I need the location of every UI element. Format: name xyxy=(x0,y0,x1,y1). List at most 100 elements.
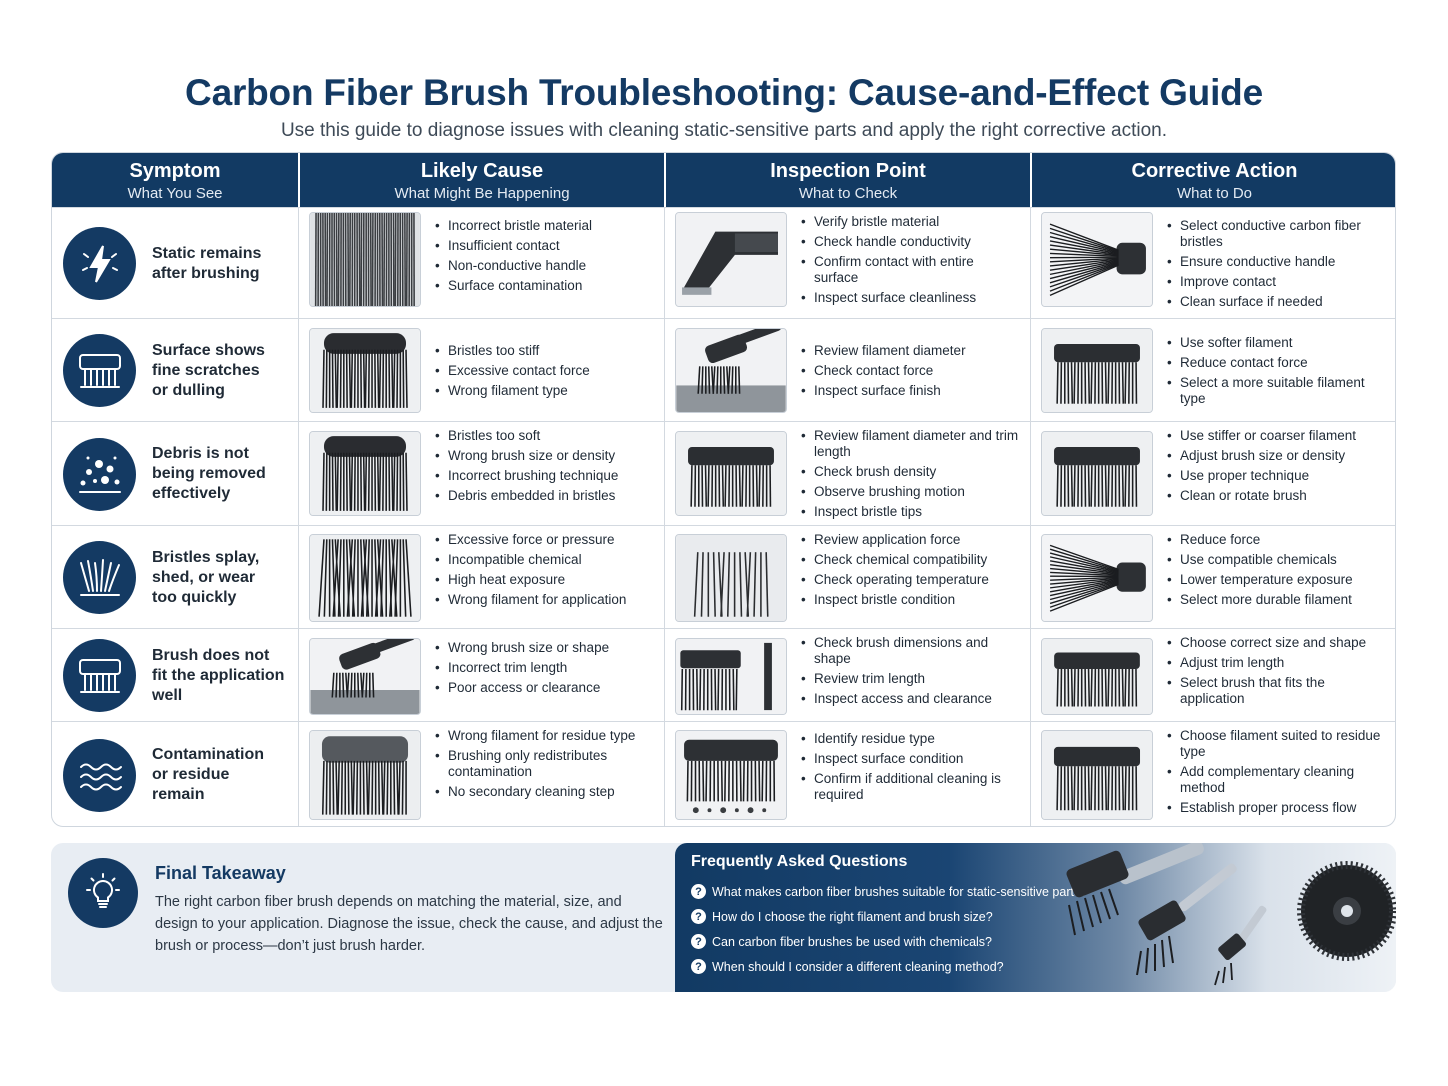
brush-icon xyxy=(63,334,136,407)
list-item: Non-conductive handle xyxy=(435,258,655,274)
causes-cell: Incorrect bristle materialInsufficient c… xyxy=(298,208,664,318)
list-item: Incompatible chemical xyxy=(435,552,655,568)
list-item: Check brush density xyxy=(801,464,1021,480)
brush-photo xyxy=(1041,431,1153,516)
list-item: Inspect bristle tips xyxy=(801,504,1021,520)
list-item: Inspect access and clearance xyxy=(801,691,1021,707)
list-item: Review application force xyxy=(801,532,1021,548)
list-item: Inspect bristle condition xyxy=(801,592,1021,608)
list-item: Debris embedded in bristles xyxy=(435,488,655,504)
brush-photo xyxy=(309,328,421,413)
list-item: Check handle conductivity xyxy=(801,234,1021,250)
brush-photo xyxy=(675,638,787,715)
list-item: Check brush dimensions and shape xyxy=(801,635,1021,667)
list-item: Lower temperature exposure xyxy=(1167,572,1388,588)
list-item: Choose filament suited to residue type xyxy=(1167,728,1388,760)
question-icon: ? xyxy=(691,934,706,949)
list-item: Confirm contact with entire surface xyxy=(801,254,1021,286)
list-item: Excessive force or pressure xyxy=(435,532,655,548)
list-item: Reduce contact force xyxy=(1167,355,1388,371)
list-item: Use softer filament xyxy=(1167,335,1388,351)
actions-cell: Use stiffer or coarser filamentAdjust br… xyxy=(1030,422,1395,525)
list-item: Wrong brush size or shape xyxy=(435,640,655,656)
list-item: Establish proper process flow xyxy=(1167,800,1388,816)
list-item: Review filament diameter xyxy=(801,343,1021,359)
list-item: Surface contamination xyxy=(435,278,655,294)
wave-icon xyxy=(63,739,136,812)
faq-item[interactable]: ?What makes carbon fiber brushes suitabl… xyxy=(691,879,1087,904)
list-item: Ensure conductive handle xyxy=(1167,254,1388,270)
takeaway-title: Final Takeaway xyxy=(155,863,286,883)
faq-panel: Frequently Asked Questions ?What makes c… xyxy=(675,843,1396,992)
list-item: Wrong filament for residue type xyxy=(435,728,655,744)
inspect-cell: Review filament diameter and trim length… xyxy=(664,422,1030,525)
lightning-icon xyxy=(63,227,136,300)
list-item: Identify residue type xyxy=(801,731,1021,747)
actions-cell: Reduce forceUse compatible chemicalsLowe… xyxy=(1030,526,1395,628)
inspect-cell: Verify bristle materialCheck handle cond… xyxy=(664,208,1030,318)
brush-photo xyxy=(1041,730,1153,820)
list-item: Check chemical compatibility xyxy=(801,552,1021,568)
brush-photo xyxy=(675,328,787,413)
question-icon: ? xyxy=(691,909,706,924)
faq-item[interactable]: ?How do I choose the right filament and … xyxy=(691,904,1087,929)
faq-item[interactable]: ?Can carbon fiber brushes be used with c… xyxy=(691,929,1087,954)
brush-photo xyxy=(1041,638,1153,715)
list-item: Inspect surface condition xyxy=(801,751,1021,767)
faq-item[interactable]: ?When should I consider a different clea… xyxy=(691,954,1087,979)
list-item: Incorrect brushing technique xyxy=(435,468,655,484)
list-item: Poor access or clearance xyxy=(435,680,655,696)
list-item: No secondary cleaning step xyxy=(435,784,655,800)
splayed-bristles-icon xyxy=(63,541,136,614)
list-item: Use proper technique xyxy=(1167,468,1388,484)
causes-cell: Excessive force or pressureIncompatible … xyxy=(298,526,664,628)
causes-cell: Wrong brush size or shapeIncorrect trim … xyxy=(298,629,664,721)
footer-panel: Final Takeaway The right carbon fiber br… xyxy=(51,843,1396,992)
brush-photo xyxy=(309,730,421,820)
list-item: Improve contact xyxy=(1167,274,1388,290)
list-item: Confirm if additional cleaning is requir… xyxy=(801,771,1021,803)
list-item: Choose correct size and shape xyxy=(1167,635,1388,651)
question-icon: ? xyxy=(691,959,706,974)
list-item: Review filament diameter and trim length xyxy=(801,428,1021,460)
list-item: Wrong filament for application xyxy=(435,592,655,608)
brush-photo xyxy=(309,431,421,516)
list-item: Adjust brush size or density xyxy=(1167,448,1388,464)
faq-list: ?What makes carbon fiber brushes suitabl… xyxy=(691,879,1087,979)
list-item: Insufficient contact xyxy=(435,238,655,254)
list-item: Reduce force xyxy=(1167,532,1388,548)
list-item: Check operating temperature xyxy=(801,572,1021,588)
takeaway-body: The right carbon fiber brush depends on … xyxy=(155,894,663,954)
brush-photo xyxy=(1041,328,1153,413)
list-item: Review trim length xyxy=(801,671,1021,687)
brush-photo xyxy=(309,638,421,715)
list-item: Observe brushing motion xyxy=(801,484,1021,500)
list-item: Select conductive carbon fiber bristles xyxy=(1167,218,1388,250)
faq-title: Frequently Asked Questions xyxy=(691,853,908,870)
page-title: Carbon Fiber Brush Troubleshooting: Caus… xyxy=(185,72,1263,113)
list-item: Check contact force xyxy=(801,363,1021,379)
brush-photo xyxy=(1041,534,1153,622)
brush-photo xyxy=(309,212,421,307)
list-item: Select more durable filament xyxy=(1167,592,1388,608)
page-subtitle: Use this guide to diagnose issues with c… xyxy=(280,120,1168,141)
list-item: Verify bristle material xyxy=(801,214,1021,230)
causes-cell: Bristles too stiffExcessive contact forc… xyxy=(298,319,664,421)
list-item: Clean or rotate brush xyxy=(1167,488,1388,504)
causes-cell: Bristles too softWrong brush size or den… xyxy=(298,422,664,525)
list-item: Inspect surface finish xyxy=(801,383,1021,399)
inspect-cell: Review filament diameterCheck contact fo… xyxy=(664,319,1030,421)
actions-cell: Choose correct size and shapeAdjust trim… xyxy=(1030,629,1395,721)
